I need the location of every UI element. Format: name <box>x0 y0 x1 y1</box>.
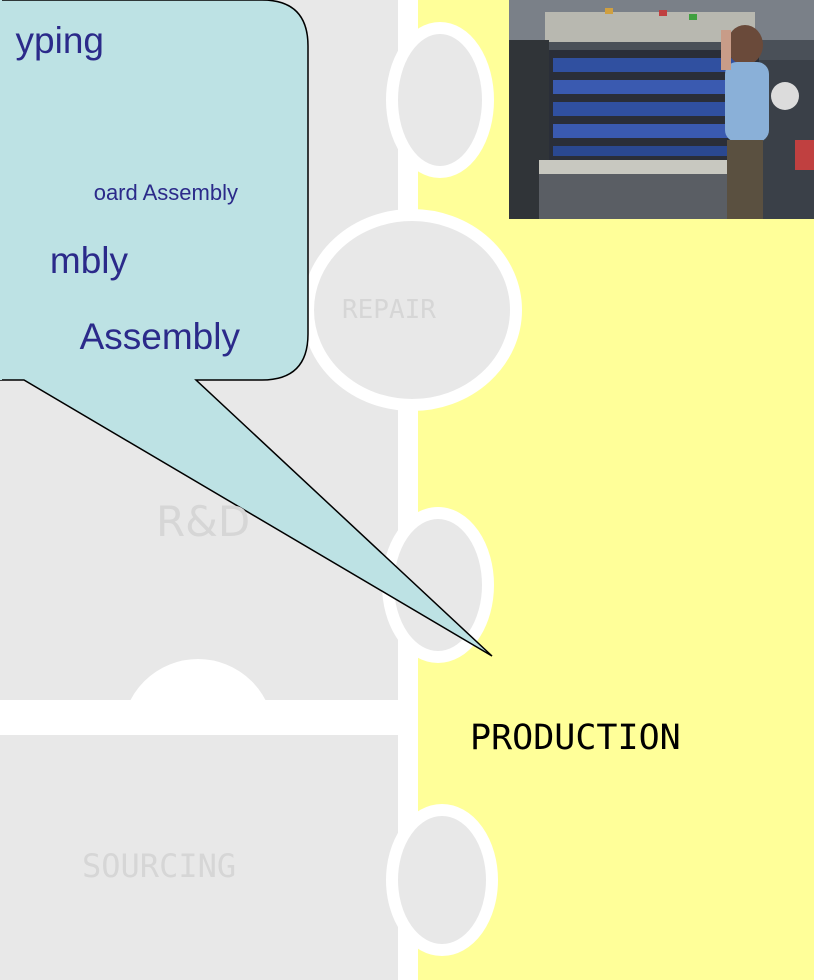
puzzle-lower-piece <box>0 735 405 980</box>
warehouse-shelving-photo <box>509 0 814 219</box>
repair-label: REPAIR <box>342 295 436 325</box>
callout-line-assembly: mbly <box>49 240 128 281</box>
knob-top <box>386 22 494 178</box>
callout-line-board-assembly: oard Assembly <box>93 180 238 205</box>
rd-label: R&D <box>156 497 251 546</box>
production-label: PRODUCTION <box>470 718 681 758</box>
callout-bubble <box>0 0 493 657</box>
callout-line-prototyping: yping <box>15 20 104 61</box>
sourcing-label: SOURCING <box>82 847 237 885</box>
callout-line-final-assembly: Assembly <box>79 316 240 357</box>
sourcing-notch-outline <box>122 659 274 736</box>
knob-sourcing <box>386 804 498 956</box>
